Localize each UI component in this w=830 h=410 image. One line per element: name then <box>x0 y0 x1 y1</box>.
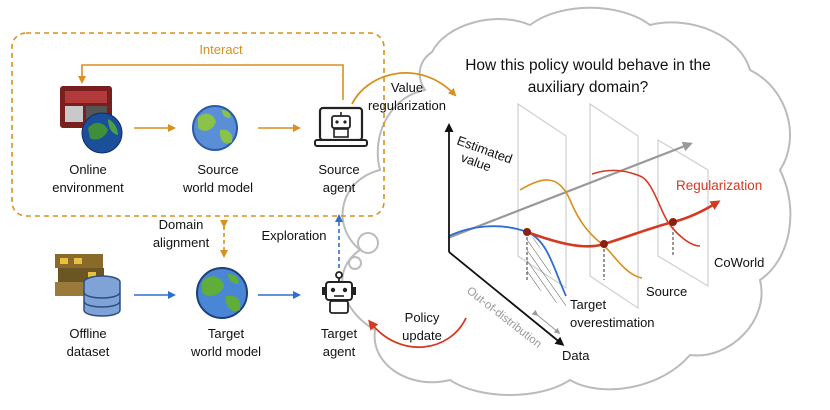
reg-point-1 <box>523 228 531 236</box>
coworld-label: CoWorld <box>714 255 764 270</box>
target-over-label-2: overestimation <box>570 315 655 330</box>
robot-computer-icon <box>314 106 368 147</box>
source-wm-label-2: world model <box>182 180 253 195</box>
online-env-icon <box>60 86 123 154</box>
source-curve <box>519 179 643 279</box>
question-line-1: How this policy would behave in the <box>465 57 711 74</box>
panel-1 <box>517 102 567 290</box>
online-env-label-1: Online <box>69 162 107 177</box>
source-agent-label-2: agent <box>323 180 356 195</box>
question-line-2: auxiliary domain? <box>528 79 649 96</box>
target-agent-label-1: Target <box>321 326 358 341</box>
dataset-icon <box>55 254 121 317</box>
domain-align-label-2: alignment <box>153 235 210 250</box>
offline-label-1: Offline <box>69 326 106 341</box>
source-wm-label-1: Source <box>197 162 238 177</box>
value-reg-label-2: regularization <box>368 98 446 113</box>
policy-axis <box>447 141 693 240</box>
globe-icon <box>192 105 238 151</box>
policy-update-label-2: update <box>402 328 442 343</box>
source-curve-label: Source <box>646 284 687 299</box>
value-reg-label-1: Value <box>391 80 423 95</box>
target-wm-label-2: world model <box>190 344 261 359</box>
domain-align-label-1: Domain <box>159 217 204 232</box>
data-axis-label: Data <box>562 348 590 363</box>
interact-arrow <box>78 64 344 100</box>
policy-update-label-1: Policy <box>405 310 440 325</box>
target-agent-label-2: agent <box>323 344 356 359</box>
overestimation-hatch <box>527 232 566 310</box>
online-env-label-2: environment <box>52 180 124 195</box>
value-plot <box>444 102 721 346</box>
reg-point-2 <box>600 240 608 248</box>
robot-icon <box>322 271 356 314</box>
ood-arrow <box>531 309 561 334</box>
source-agent-label-1: Source <box>318 162 359 177</box>
exploration-label: Exploration <box>261 228 326 243</box>
regularization-label: Regularization <box>676 178 762 193</box>
reg-point-3 <box>669 218 677 226</box>
target-over-label-1: Target <box>570 297 607 312</box>
policy-update-arrow <box>368 317 467 348</box>
source-domain-box <box>11 32 385 217</box>
regularization-arrow <box>526 200 721 248</box>
interact-label: Interact <box>199 42 243 57</box>
panel-2 <box>589 102 639 310</box>
target-wm-label-1: Target <box>208 326 245 341</box>
panel-3 <box>657 138 709 288</box>
coworld-panel-curve <box>591 169 701 247</box>
globe-icon <box>196 267 248 319</box>
value-reg-arrow <box>351 72 457 105</box>
offline-label-2: dataset <box>67 344 110 359</box>
